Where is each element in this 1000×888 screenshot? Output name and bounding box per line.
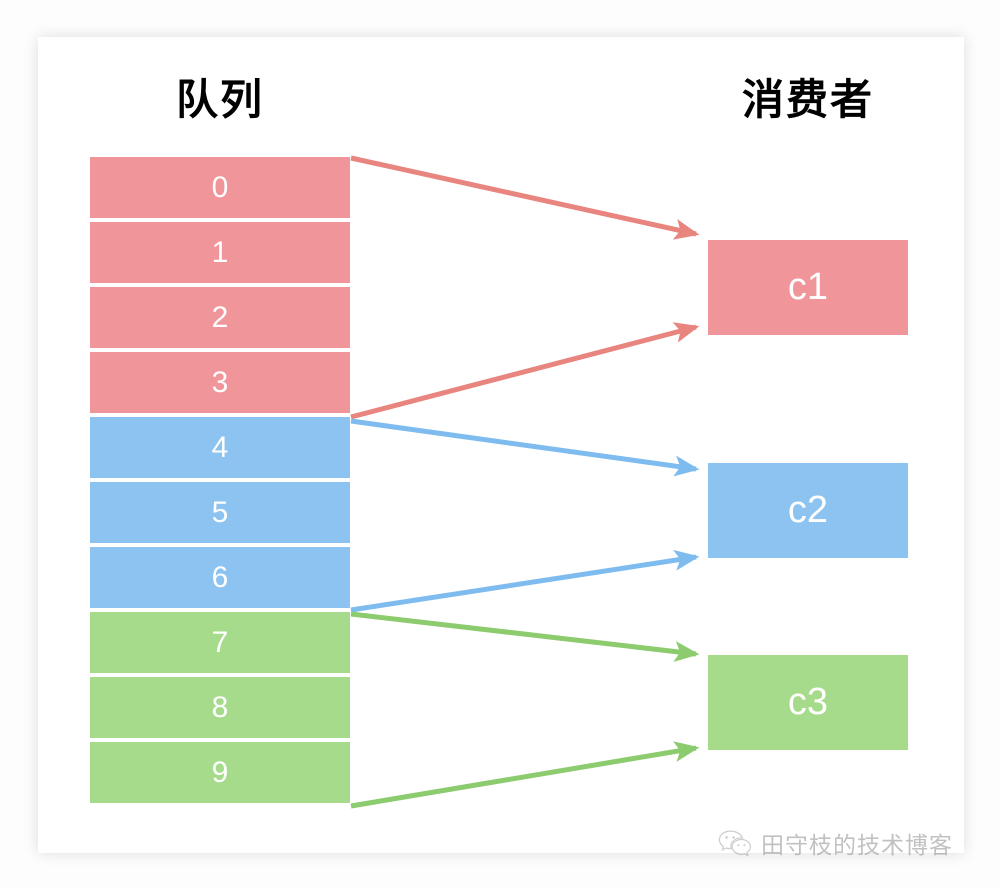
queue-cell-label: 5: [211, 495, 229, 529]
wechat-icon: [718, 830, 752, 857]
consumer-box-c1: c1: [708, 240, 908, 335]
queue-column: 0 1 2 3 4 5 6 7 8 9: [90, 157, 350, 803]
page-title-consumer: 消费者: [741, 76, 874, 123]
queue-cell-3: 3: [90, 352, 350, 413]
queue-cell-label: 4: [211, 430, 229, 464]
consumer-label-c2: c2: [787, 489, 829, 531]
page-title-queue: 队列: [175, 76, 264, 123]
queue-cell-label: 2: [211, 300, 229, 334]
queue-cell-4: 4: [90, 417, 350, 478]
consumer-label-c3: c3: [787, 681, 829, 723]
consumer-label-c1: c1: [787, 266, 829, 308]
queue-cell-label: 8: [211, 690, 229, 724]
queue-cell-1: 1: [90, 222, 350, 283]
queue-cell-label: 1: [211, 235, 229, 269]
queue-cell-9: 9: [90, 742, 350, 803]
queue-cell-label: 9: [211, 755, 229, 789]
watermark: 田守枝的技术博客: [718, 826, 953, 860]
queue-cell-7: 7: [90, 612, 350, 673]
queue-cell-0: 0: [90, 157, 350, 218]
queue-cell-label: 6: [211, 560, 229, 594]
consumer-box-c2: c2: [708, 463, 908, 558]
queue-cell-5: 5: [90, 482, 350, 543]
queue-cell-8: 8: [90, 677, 350, 738]
consumer-box-c3: c3: [708, 655, 908, 750]
watermark-text: 田守枝的技术博客: [761, 832, 953, 858]
queue-cell-label: 3: [211, 365, 229, 399]
queue-cell-6: 6: [90, 547, 350, 608]
queue-cell-2: 2: [90, 287, 350, 348]
queue-cell-label: 0: [211, 170, 229, 204]
queue-cell-label: 7: [211, 625, 229, 659]
